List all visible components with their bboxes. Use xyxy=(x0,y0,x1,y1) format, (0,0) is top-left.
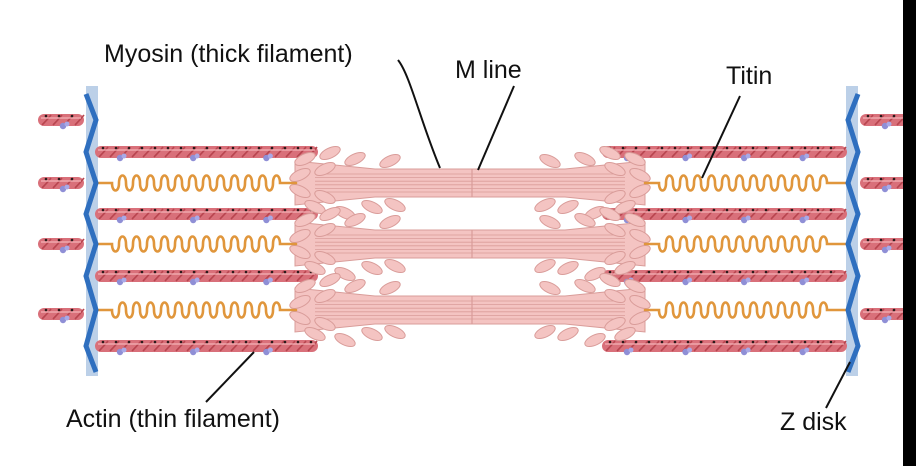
thin-filament-right xyxy=(602,270,847,286)
m-line-label: M line xyxy=(455,56,522,84)
thin-filament-right xyxy=(602,340,847,356)
right-edge-band xyxy=(903,0,916,466)
thin-filament-stub-left xyxy=(38,238,85,254)
titin-spring-right xyxy=(643,174,848,192)
thin-filament-left xyxy=(95,270,318,286)
thin-filament-stub-right xyxy=(860,177,910,193)
titin-label: Titin xyxy=(726,62,773,90)
titin-spring-right xyxy=(643,301,848,319)
titin-spring-right xyxy=(643,235,848,253)
titin-spring-left xyxy=(96,235,298,253)
thin-filament-left xyxy=(95,208,318,224)
thin-filament-stub-left xyxy=(38,114,85,130)
titin-spring-left xyxy=(96,174,298,192)
actin-label: Actin (thin filament) xyxy=(66,405,280,433)
titin-leader-line xyxy=(701,95,741,179)
z-disk-right xyxy=(845,93,861,373)
myosin-label: Myosin (thick filament) xyxy=(104,40,353,68)
thin-filament-left xyxy=(95,146,318,162)
m-line-leader-line xyxy=(477,85,515,171)
thin-filament-stub-right xyxy=(860,238,910,254)
thin-filament-stub-left xyxy=(38,308,85,324)
z-disk-leader-line xyxy=(825,361,851,409)
z-disk-left xyxy=(83,93,99,373)
thin-filament-stub-left xyxy=(38,177,85,193)
thick-filament xyxy=(289,273,651,347)
thin-filament-left xyxy=(95,340,318,356)
z-disk-label: Z disk xyxy=(780,408,847,436)
titin-spring-left xyxy=(96,301,298,319)
actin-leader-line xyxy=(205,351,255,403)
thin-filament-stub-right xyxy=(860,308,910,324)
thick-filament xyxy=(289,207,651,281)
thick-filament xyxy=(289,146,651,220)
thin-filament-stub-right xyxy=(860,114,910,130)
myosin-leader-line xyxy=(397,59,441,169)
